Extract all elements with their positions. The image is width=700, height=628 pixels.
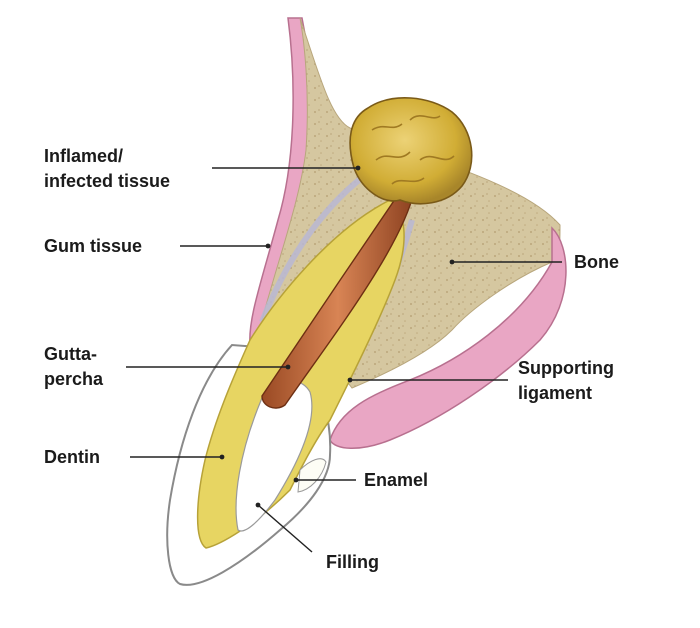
label-bone: Bone	[574, 252, 619, 272]
gutta-percha	[261, 185, 415, 409]
label-enamel: Enamel	[364, 470, 428, 490]
enamel-edge	[297, 458, 327, 493]
dot-filling	[255, 502, 261, 508]
leader-filling	[257, 504, 313, 553]
label-gum-tissue: Gum tissue	[44, 236, 142, 256]
label-inflamed-line1: Inflamed/	[44, 146, 123, 166]
gum-tissue-right	[329, 226, 567, 449]
label-gutta-line1: Gutta-	[44, 344, 97, 364]
label-dentin: Dentin	[44, 447, 100, 467]
inflamed-tissue	[349, 97, 473, 205]
label-supporting-line2: ligament	[518, 383, 592, 403]
dot-gum	[265, 243, 271, 249]
label-gutta-line2: percha	[44, 369, 104, 389]
label-filling: Filling	[326, 552, 379, 572]
dot-gutta	[285, 364, 291, 370]
dot-enamel	[293, 477, 299, 483]
dot-bone	[449, 259, 455, 265]
dot-supporting	[347, 377, 353, 383]
dot-inflamed	[355, 165, 361, 171]
dot-dentin	[219, 454, 225, 460]
label-inflamed-line2: infected tissue	[44, 171, 170, 191]
filling-area	[235, 380, 313, 532]
label-supporting-line1: Supporting	[518, 358, 614, 378]
inflamed-tissue-texture	[371, 115, 455, 185]
